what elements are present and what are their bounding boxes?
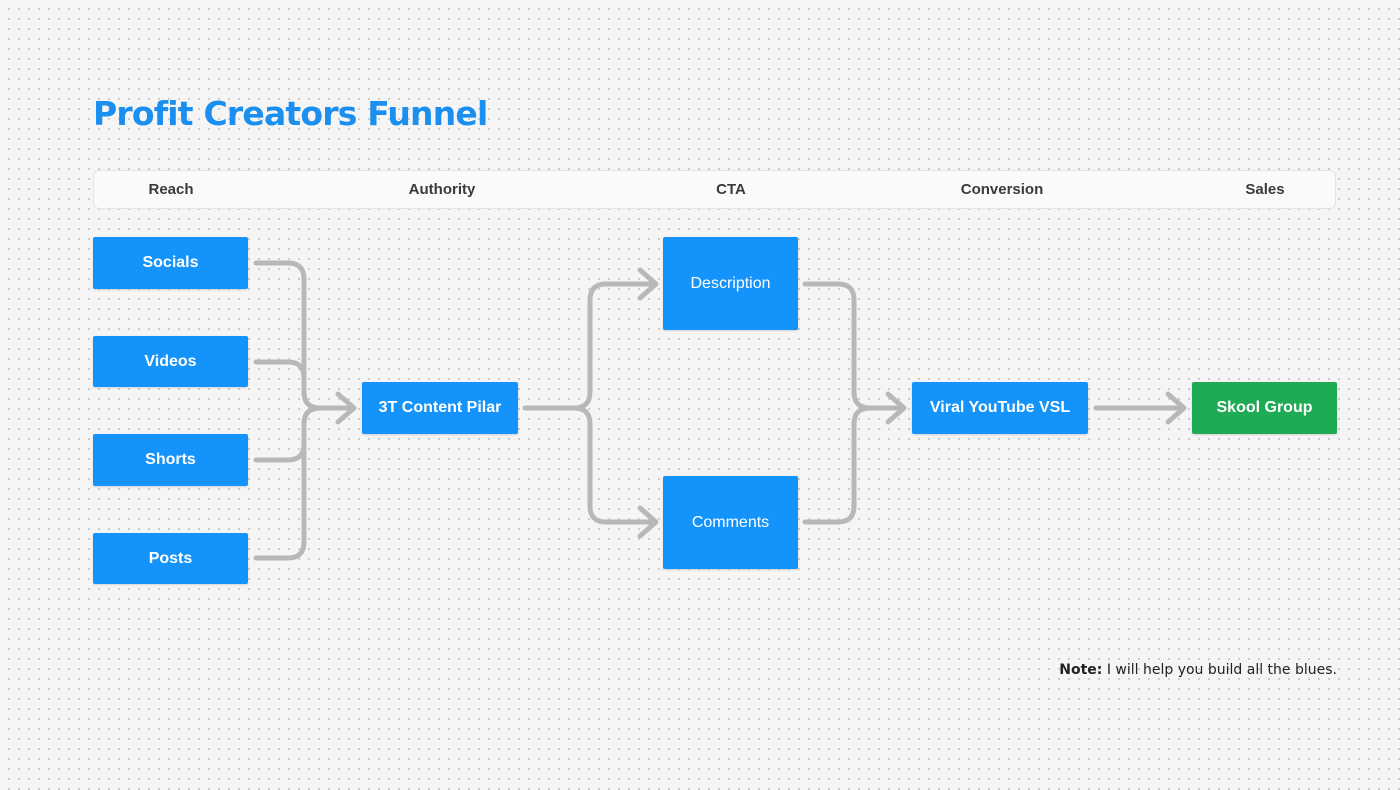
node-viral-youtube-vsl[interactable]: Viral YouTube VSL bbox=[912, 382, 1088, 434]
node-skool-group[interactable]: Skool Group bbox=[1192, 382, 1337, 434]
stage-label-conversion: Conversion bbox=[960, 181, 1044, 198]
connector-shorts-to-pillar bbox=[253, 405, 323, 463]
stage-label-cta: CTA bbox=[716, 181, 746, 198]
arrowhead-to-description bbox=[637, 267, 659, 301]
node-posts[interactable]: Posts bbox=[93, 533, 248, 584]
stage-label-reach: Reach bbox=[148, 181, 194, 198]
arrowhead-to-skool bbox=[1165, 391, 1187, 425]
stage-label-sales: Sales bbox=[1245, 181, 1285, 198]
node-shorts[interactable]: Shorts bbox=[93, 434, 248, 486]
footnote: Note: I will help you build all the blue… bbox=[1059, 662, 1337, 678]
arrowhead-to-vsl bbox=[885, 391, 907, 425]
node-description[interactable]: Description bbox=[663, 237, 798, 330]
stage-header-bar: Reach Authority CTA Conversion Sales bbox=[93, 170, 1336, 209]
node-comments[interactable]: Comments bbox=[663, 476, 798, 569]
note-text: I will help you build all the blues. bbox=[1102, 662, 1337, 678]
node-3t-content-pilar[interactable]: 3T Content Pilar bbox=[362, 382, 518, 434]
connector-pillar-to-comments bbox=[571, 405, 657, 525]
connector-posts-to-pillar bbox=[253, 405, 323, 561]
note-label: Note: bbox=[1059, 662, 1103, 678]
arrowhead-to-comments bbox=[637, 505, 659, 539]
connector-comments-to-vsl bbox=[802, 405, 873, 525]
diagram-title: Profit Creators Funnel bbox=[93, 94, 488, 133]
connector-pillar-to-description bbox=[522, 281, 657, 411]
connector-description-to-vsl bbox=[802, 281, 905, 411]
node-socials[interactable]: Socials bbox=[93, 237, 248, 289]
node-videos[interactable]: Videos bbox=[93, 336, 248, 387]
stage-label-authority: Authority bbox=[408, 181, 476, 198]
arrowhead-to-pillar bbox=[335, 391, 357, 425]
connector-videos-to-pillar bbox=[253, 359, 323, 411]
